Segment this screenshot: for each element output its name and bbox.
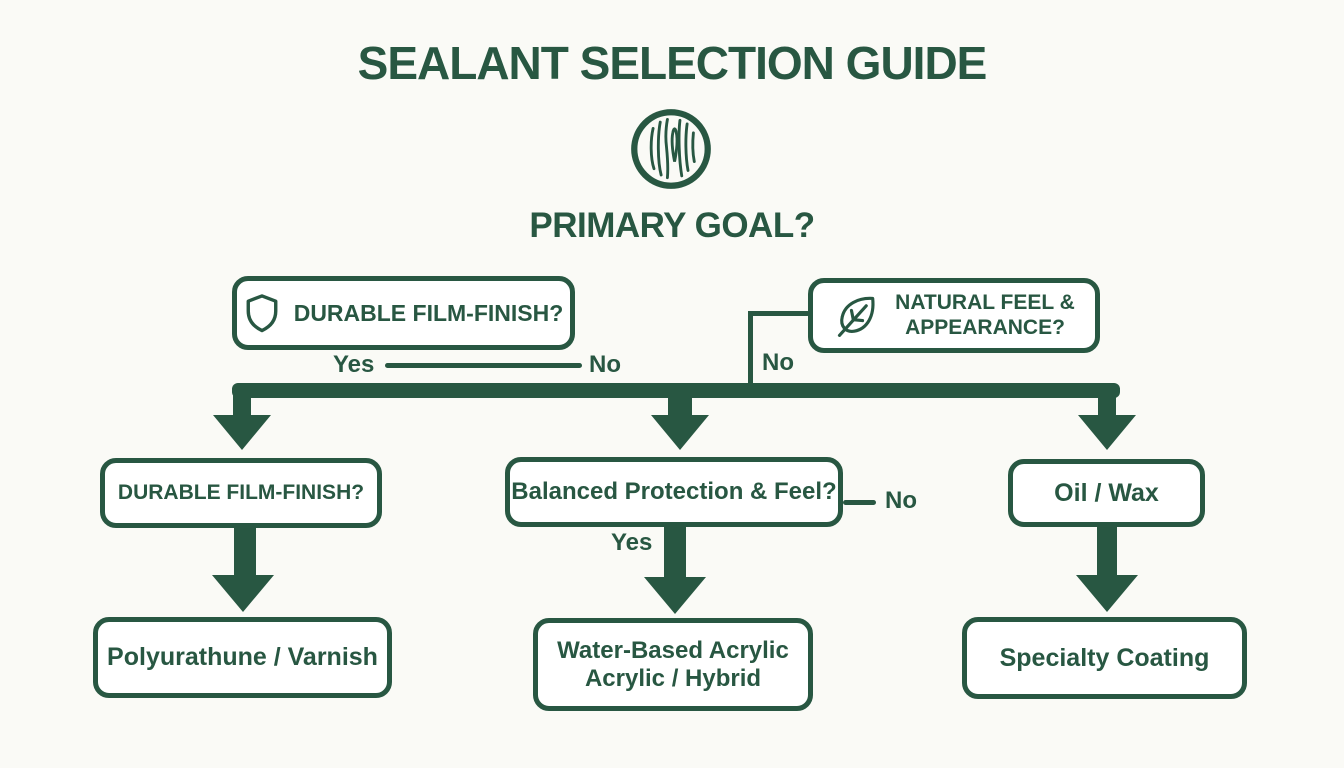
shield-icon: [244, 293, 280, 333]
result-label: Specialty Coating: [999, 643, 1210, 672]
arrow-head-center: [651, 415, 709, 450]
branch-bar: [232, 383, 1120, 398]
decision-balanced-protection: Balanced Protection & Feel?: [505, 457, 843, 527]
connector-right-horizontal: [748, 311, 810, 316]
edge-label-no-mid: No: [885, 487, 917, 514]
decision-label-line2: APPEARANCE?: [905, 315, 1065, 339]
arrow-head-right: [1078, 415, 1136, 450]
edge-label-yes-left: Yes: [333, 351, 375, 378]
edge-label-no-left: No: [589, 351, 621, 378]
result-label: Polyurathune / Varnish: [107, 643, 378, 671]
result-specialty-coating: Specialty Coating: [962, 617, 1247, 699]
result-label-line2: Acrylic / Hybrid: [584, 664, 762, 692]
edge-label-no-right: No: [762, 349, 794, 376]
arrow-shaft-left-2: [234, 527, 256, 577]
edge-label-yes-mid: Yes: [611, 529, 653, 556]
edge-line-yes-no: [385, 363, 582, 368]
arrow-head-left-2: [212, 575, 274, 612]
result-polyurethane-varnish: Polyurathune / Varnish: [93, 617, 392, 698]
decision-label: Balanced Protection & Feel?: [511, 478, 837, 505]
result-label-line1: Water-Based Acrylic: [557, 636, 789, 664]
result-oil-wax: Oil / Wax: [1008, 459, 1205, 527]
arrow-shaft-center: [668, 394, 692, 417]
result-label: Oil / Wax: [1054, 478, 1159, 507]
wood-grain-circle-icon: [628, 106, 714, 192]
arrow-head-left: [213, 415, 271, 450]
result-water-based-acrylic: Water-Based Acrylic Acrylic / Hybrid: [533, 618, 813, 711]
page-title: SEALANT SELECTION GUIDE: [357, 37, 988, 89]
arrow-head-right-2: [1076, 575, 1138, 612]
connector-right-vertical: [748, 311, 753, 385]
decision-natural-feel: NATURAL FEEL & APPEARANCE?: [808, 278, 1100, 353]
decision-durable-film-finish-top: DURABLE FILM-FINISH?: [232, 276, 575, 350]
decision-label-line1: NATURAL FEEL &: [895, 291, 1075, 315]
arrow-head-center-2: [644, 577, 706, 614]
edge-line-no-mid: [843, 500, 876, 505]
arrow-shaft-right-2: [1097, 527, 1117, 577]
arrow-shaft-left: [233, 392, 251, 417]
leaf-icon: [833, 292, 881, 340]
decision-label: DURABLE FILM-FINISH?: [117, 481, 365, 504]
primary-goal-label: PRIMARY GOAL?: [529, 206, 815, 245]
arrow-shaft-right: [1098, 392, 1116, 417]
arrow-shaft-center-2: [664, 527, 686, 579]
decision-label: DURABLE FILM-FINISH?: [293, 299, 564, 326]
decision-durable-film-finish-mid: DURABLE FILM-FINISH?: [100, 458, 382, 528]
